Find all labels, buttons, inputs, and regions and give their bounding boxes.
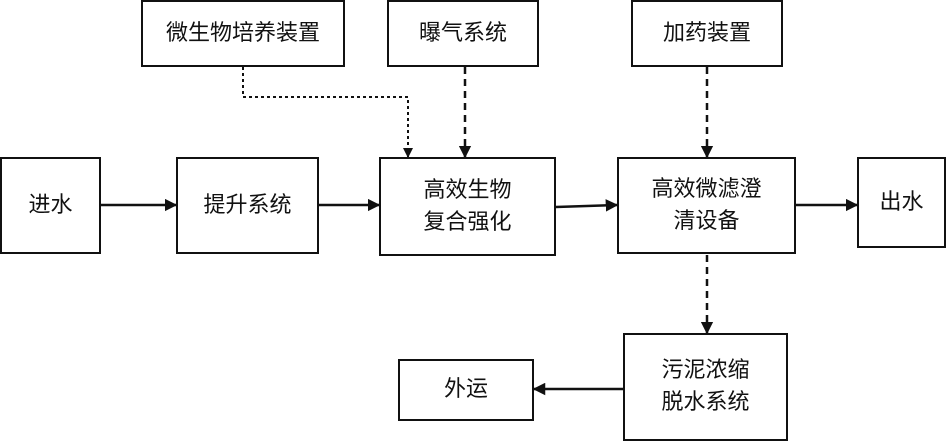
node-aeration-system: 曝气系统: [387, 0, 539, 67]
node-sludge-dewater-line-2: 脱水系统: [661, 390, 750, 415]
node-sludge-dewater: 污泥浓缩 脱水系统: [623, 333, 788, 441]
node-bio-enhance-line-2: 复合强化: [423, 209, 512, 235]
node-bio-enhance: 高效生物 复合强化: [379, 157, 556, 256]
node-transport-out-label: 外运: [443, 377, 488, 403]
node-culture-device-label: 微生物培养装置: [165, 20, 320, 46]
node-aeration-system-label: 曝气系统: [418, 20, 507, 46]
arrow-culture-to-bio: [242, 67, 413, 158]
node-transport-out: 外运: [398, 359, 534, 421]
node-culture-device: 微生物培养装置: [141, 0, 345, 67]
node-outflow-label: 出水: [879, 189, 924, 215]
node-lift-system-label: 提升系统: [203, 192, 292, 218]
node-outflow: 出水: [857, 157, 946, 248]
node-microfilter-line-2: 清设备: [673, 208, 740, 234]
node-dosing-device: 加药装置: [631, 0, 783, 67]
node-sludge-dewater-line-1: 污泥浓缩: [661, 358, 750, 384]
node-microfilter: 高效微滤澄 清设备: [617, 157, 796, 254]
node-inflow: 进水: [0, 157, 101, 254]
node-microfilter-line-1: 高效微滤澄: [651, 176, 762, 202]
node-dosing-device-label: 加药装置: [662, 20, 751, 46]
node-inflow-label: 进水: [28, 192, 73, 218]
node-lift-system: 提升系统: [176, 157, 319, 254]
node-bio-enhance-line-1: 高效生物: [423, 177, 512, 203]
arrow-bio-to-filter: [555, 199, 619, 212]
